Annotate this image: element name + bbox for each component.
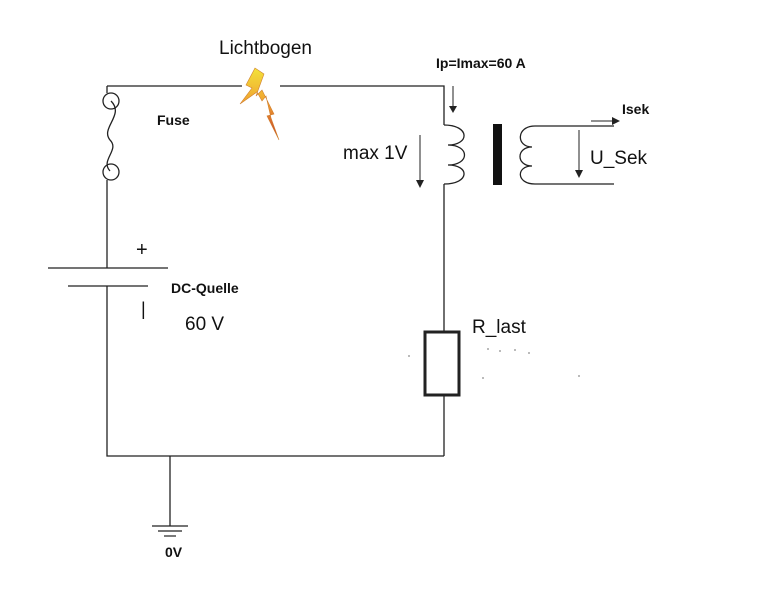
stray-dots (408, 348, 580, 379)
plus-sign: + (136, 239, 148, 261)
primary-voltage-label: max 1V (343, 143, 408, 164)
secondary-coil (519, 125, 614, 185)
transformer-core (493, 124, 502, 185)
ground-label: 0V (165, 544, 183, 560)
fuse-symbol (102, 86, 120, 182)
arrows (416, 86, 620, 188)
source-voltage-label: 60 V (185, 314, 224, 335)
secondary-current-label: Isek (622, 101, 649, 117)
arc-label: Lichtbogen (219, 38, 312, 59)
wire-top-right (280, 85, 445, 125)
battery-symbol (48, 267, 168, 287)
source-name-label: DC-Quelle (171, 280, 239, 296)
wire-left-bottom (106, 286, 444, 457)
circuit-wires (106, 85, 445, 526)
lightning-bolt-icon (239, 67, 280, 141)
load-label: R_last (472, 317, 527, 338)
secondary-voltage-label: U_Sek (590, 148, 648, 169)
minus-sign: | (141, 299, 146, 319)
primary-current-label: Ip=Imax=60 A (436, 55, 526, 71)
primary-coil (443, 124, 466, 185)
transformer-symbol (443, 124, 614, 185)
resistor-symbol (423, 330, 461, 397)
fuse-label: Fuse (157, 112, 190, 128)
ground-symbol (152, 525, 188, 537)
